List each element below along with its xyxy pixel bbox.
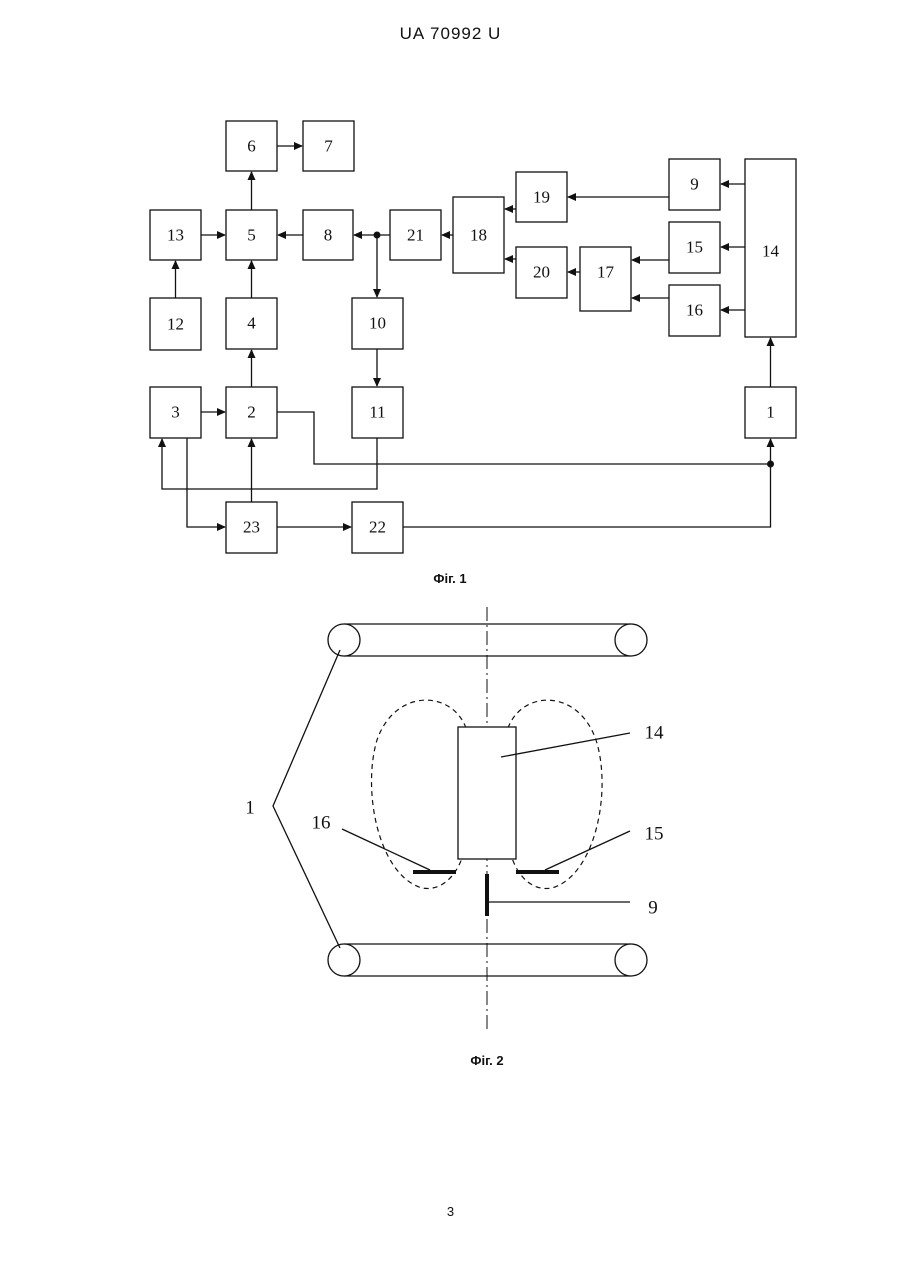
block-7: 7 bbox=[303, 121, 354, 171]
field-lobe-right bbox=[508, 700, 602, 888]
block-17: 17 bbox=[580, 247, 631, 311]
page-number: 3 bbox=[0, 1204, 901, 1219]
component-14 bbox=[458, 727, 516, 859]
block-20: 20 bbox=[516, 247, 567, 298]
block-10: 10 bbox=[352, 298, 403, 349]
block-8: 8 bbox=[303, 210, 353, 260]
block-4-label: 4 bbox=[247, 314, 256, 333]
fig2-leaders bbox=[273, 650, 630, 948]
figure-1-caption: Фіг. 1 bbox=[433, 571, 466, 586]
figure-2-sketch: 1 14 16 15 9 Фіг. 2 bbox=[245, 607, 664, 1068]
label-1: 1 bbox=[245, 798, 255, 819]
field-lobe-left bbox=[372, 700, 466, 888]
block-9-label: 9 bbox=[690, 175, 699, 194]
block-22: 22 bbox=[352, 502, 403, 553]
block-17-label: 17 bbox=[597, 263, 615, 282]
label-16: 16 bbox=[312, 813, 331, 834]
label-15: 15 bbox=[645, 824, 664, 845]
block-14: 14 bbox=[745, 159, 796, 337]
block-18: 18 bbox=[453, 197, 504, 273]
block-16-label: 16 bbox=[686, 301, 703, 320]
block-22-label: 22 bbox=[369, 518, 386, 537]
block-11-label: 11 bbox=[369, 403, 385, 422]
block-6: 6 bbox=[226, 121, 277, 171]
block-12-label: 12 bbox=[167, 315, 184, 334]
block-15-label: 15 bbox=[686, 238, 703, 257]
block-2: 2 bbox=[226, 387, 277, 438]
label-14: 14 bbox=[645, 723, 665, 744]
figure-2-caption: Фіг. 2 bbox=[470, 1053, 503, 1068]
block-14-label: 14 bbox=[762, 242, 780, 261]
block-21-label: 21 bbox=[407, 226, 424, 245]
figure-1-block-diagram: 6 7 13 5 8 21 18 19 20 17 9 15 16 14 12 … bbox=[150, 121, 796, 586]
block-19: 19 bbox=[516, 172, 567, 222]
block-4: 4 bbox=[226, 298, 277, 349]
block-23: 23 bbox=[226, 502, 277, 553]
block-9: 9 bbox=[669, 159, 720, 210]
block-3-label: 3 bbox=[171, 403, 180, 422]
label-9: 9 bbox=[648, 898, 658, 919]
block-3: 3 bbox=[150, 387, 201, 438]
block-1: 1 bbox=[745, 387, 796, 438]
block-13: 13 bbox=[150, 210, 201, 260]
block-10-label: 10 bbox=[369, 314, 386, 333]
block-21: 21 bbox=[390, 210, 441, 260]
block-16: 16 bbox=[669, 285, 720, 336]
block-8-label: 8 bbox=[324, 226, 333, 245]
block-13-label: 13 bbox=[167, 226, 184, 245]
block-1-label: 1 bbox=[766, 403, 775, 422]
block-6-label: 6 bbox=[247, 137, 256, 156]
block-15: 15 bbox=[669, 222, 720, 273]
block-5: 5 bbox=[226, 210, 277, 260]
block-11: 11 bbox=[352, 387, 403, 438]
block-5-label: 5 bbox=[247, 226, 256, 245]
block-18-label: 18 bbox=[470, 226, 487, 245]
block-2-label: 2 bbox=[247, 403, 256, 422]
block-7-label: 7 bbox=[324, 137, 333, 156]
block-20-label: 20 bbox=[533, 263, 550, 282]
block-19-label: 19 bbox=[533, 188, 550, 207]
block-12: 12 bbox=[150, 298, 201, 350]
block-23-label: 23 bbox=[243, 518, 260, 537]
